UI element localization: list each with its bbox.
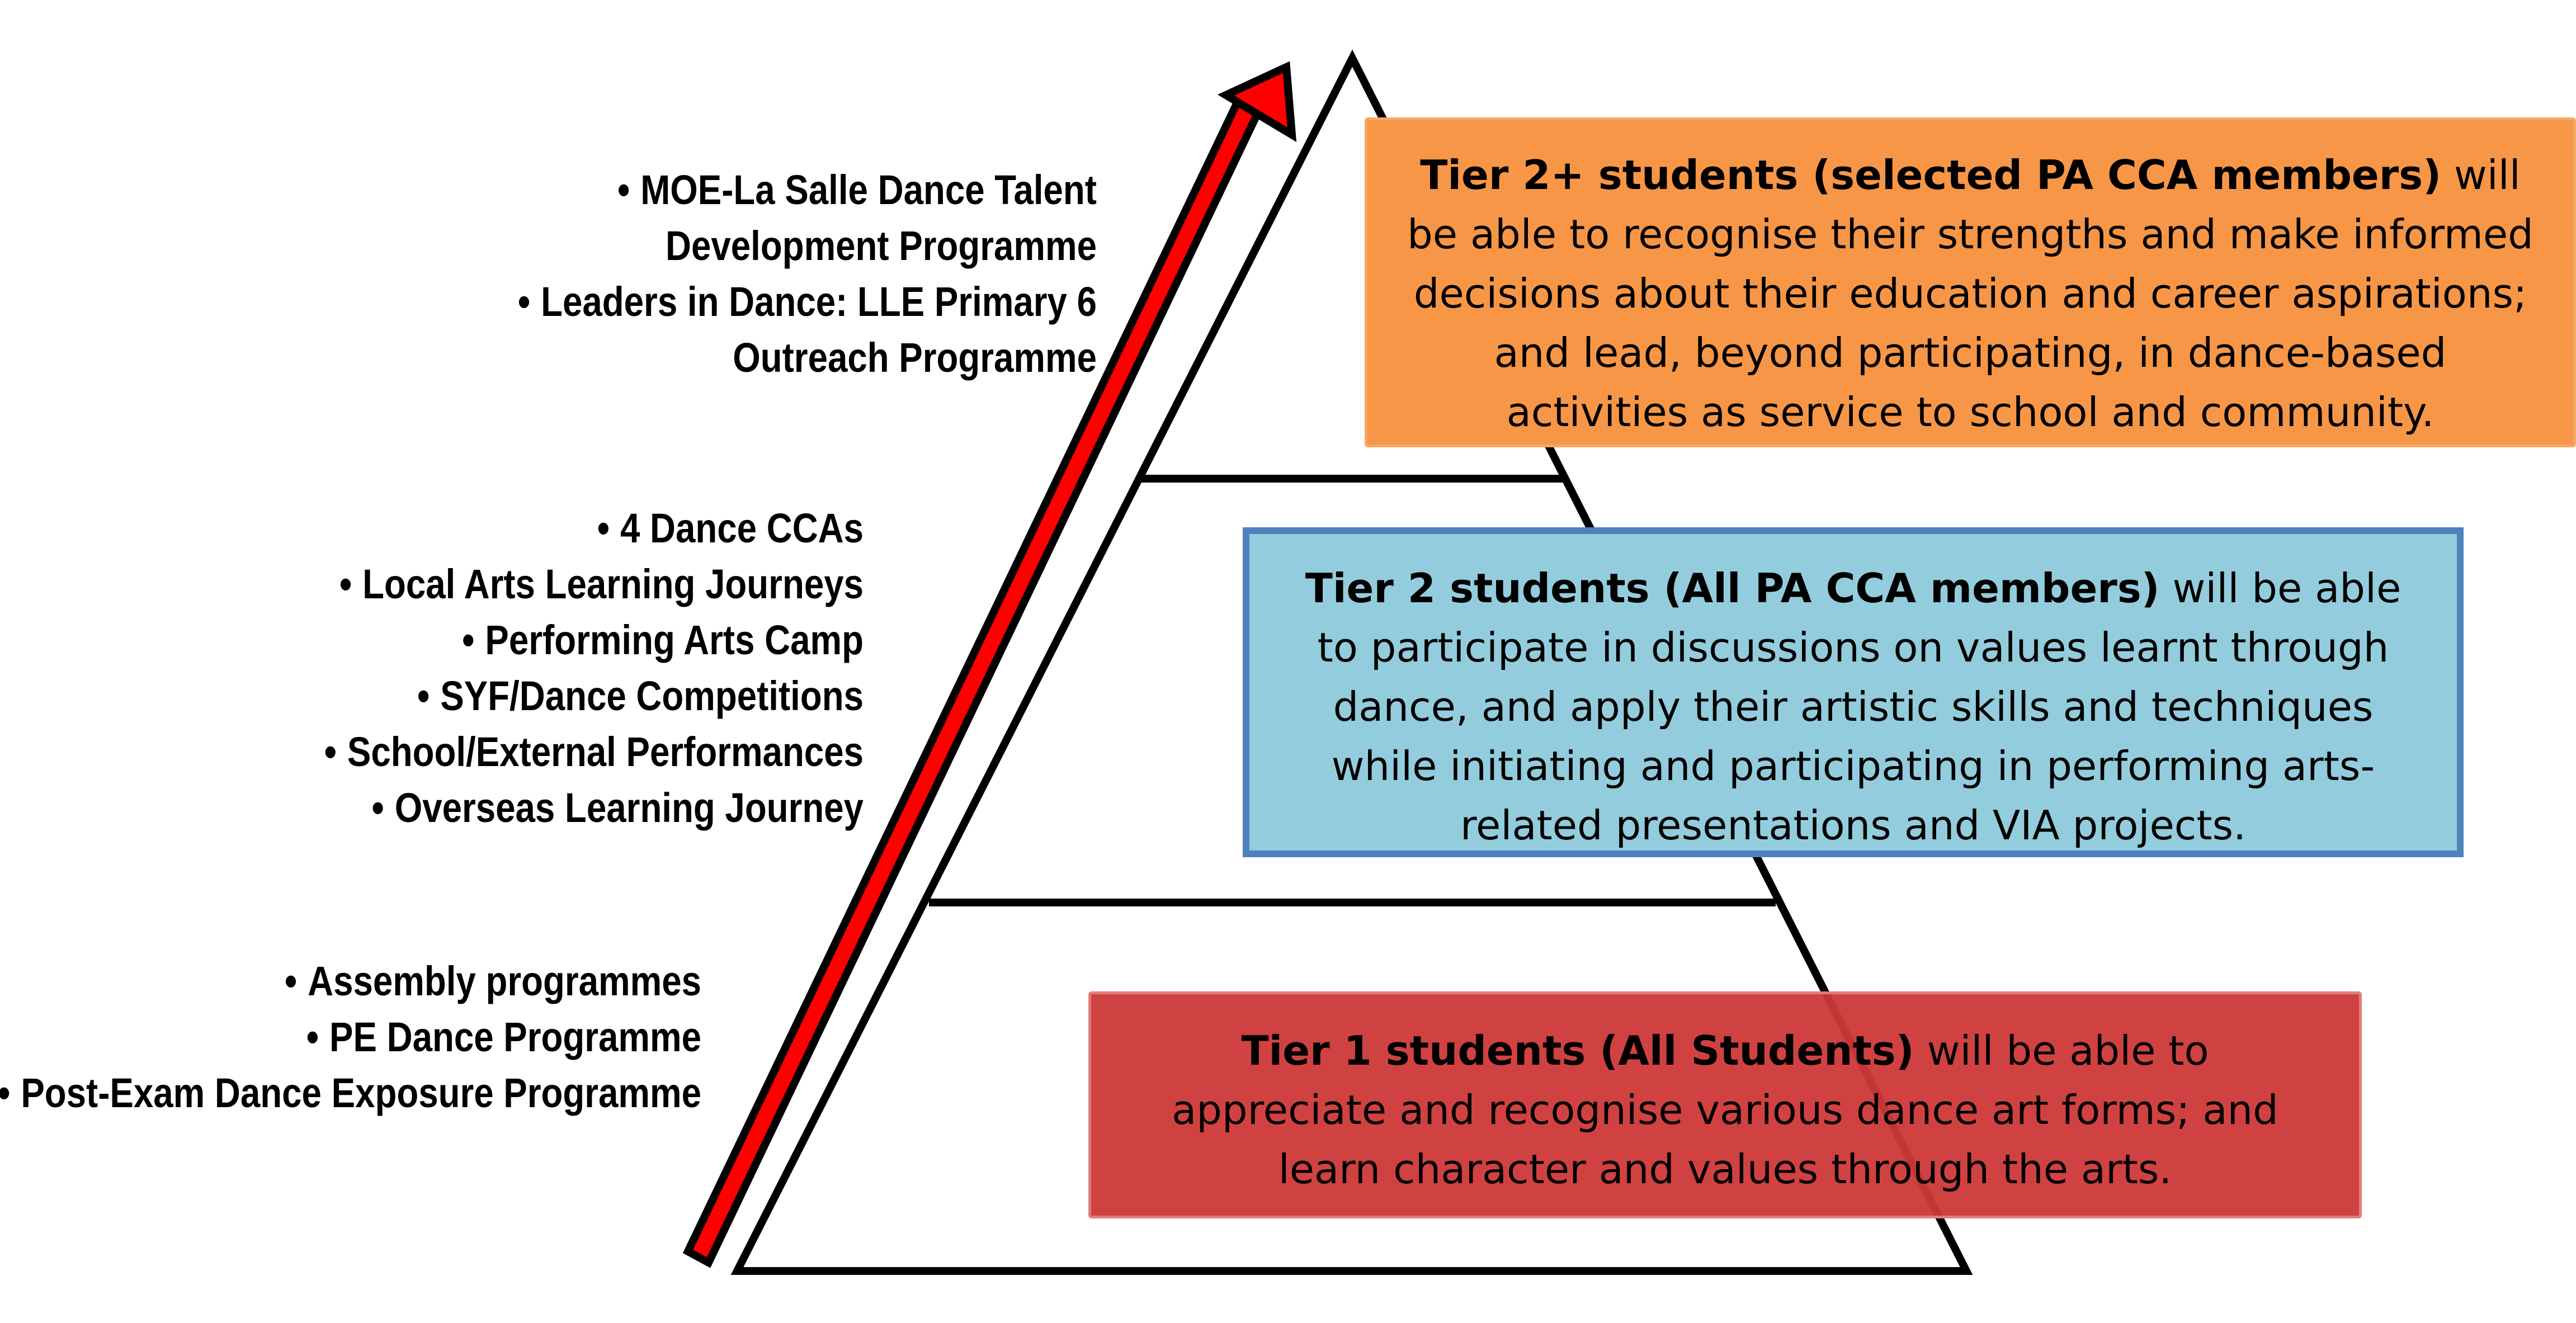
list-item: •Local Arts Learning Journeys (142, 556, 864, 612)
list-item: •SYF/Dance Competitions (142, 668, 864, 724)
activities-list-top: •MOE-La Salle Dance Talent Development P… (471, 162, 1097, 386)
tier-2-plus-description: will be able to recognise their strength… (1407, 152, 2533, 436)
progression-arrow (682, 61, 1297, 1268)
tier-1-description: will be able to appreciate and recognise… (1172, 1027, 2278, 1193)
bullet-icon: • (517, 278, 531, 325)
bullet-icon: • (284, 958, 298, 1004)
bullet-icon: • (371, 785, 384, 831)
bullet-icon: • (617, 167, 630, 213)
bullet-icon: • (306, 1014, 319, 1060)
tier-1-heading: Tier 1 students (All Students) (1241, 1027, 1914, 1074)
bullet-icon: • (339, 561, 352, 607)
bullet-icon: • (324, 729, 337, 775)
bullet-icon: • (597, 505, 610, 551)
list-item: •School/External Performances (142, 724, 864, 780)
list-item: •MOE-La Salle Dance Talent Development P… (471, 162, 1097, 274)
bullet-icon: • (417, 673, 430, 719)
bullet-icon: • (0, 1065, 21, 1121)
tier-2-description: will be able to participate in discussio… (1317, 565, 2402, 849)
list-item: •Leaders in Dance: LLE Primary 6 Outreac… (471, 274, 1097, 386)
list-item: •Assembly programmes (0, 953, 701, 1009)
list-item: •Post-Exam Dance Exposure Programme (0, 1065, 701, 1121)
tier-2-box: Tier 2 students (All PA CCA members) wil… (1243, 527, 2464, 857)
activities-list-bottom: •Assembly programmes •PE Dance Programme… (0, 953, 701, 1121)
tier-2-plus-box: Tier 2+ students (selected PA CCA member… (1365, 117, 2576, 447)
list-item: •Overseas Learning Journey (142, 780, 864, 836)
list-item: •4 Dance CCAs (142, 500, 864, 556)
tier-1-box: Tier 1 students (All Students) will be a… (1088, 991, 2362, 1218)
bullet-icon: • (462, 617, 475, 663)
list-item: •Performing Arts Camp (142, 612, 864, 668)
activities-list-middle: •4 Dance CCAs •Local Arts Learning Journ… (142, 500, 864, 836)
tier-2-heading: Tier 2 students (All PA CCA members) (1305, 565, 2160, 612)
tier-2-plus-heading: Tier 2+ students (selected PA CCA member… (1420, 152, 2441, 199)
list-item: •PE Dance Programme (0, 1009, 701, 1065)
